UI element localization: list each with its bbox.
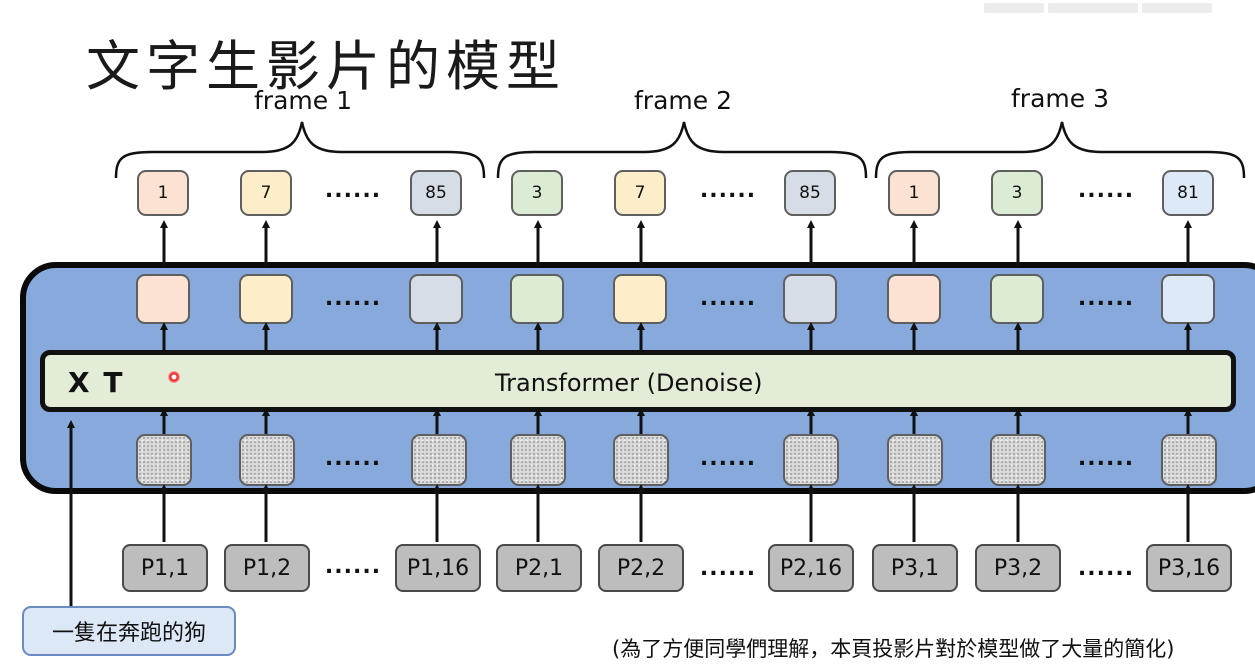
noise-input	[990, 434, 1046, 486]
frame-label: frame 2	[634, 86, 732, 115]
ellipsis: ......	[324, 286, 382, 311]
output-token: 1	[137, 170, 189, 216]
output-token: 85	[410, 170, 462, 216]
output-token: 7	[614, 170, 666, 216]
ellipsis: ......	[1077, 556, 1135, 581]
patch-box: P2,2	[598, 544, 684, 592]
output-embedding	[990, 274, 1044, 324]
patch-box: P1,1	[122, 544, 208, 592]
frame-brace	[114, 121, 486, 179]
output-token: 1	[888, 170, 940, 216]
patch-box: P2,16	[768, 544, 854, 592]
noise-input	[411, 434, 467, 486]
output-embedding	[887, 274, 941, 324]
frame-brace	[874, 121, 1246, 179]
noise-input	[613, 434, 669, 486]
output-token: 85	[784, 170, 836, 216]
footnote: (為了方便同學們理解，本頁投影片對於模型做了大量的簡化)	[612, 637, 1175, 661]
output-embedding	[136, 274, 190, 324]
frame-label: frame 3	[1011, 84, 1109, 113]
ellipsis: ......	[1077, 446, 1135, 471]
noise-input	[783, 434, 839, 486]
patch-box: P2,1	[496, 544, 582, 592]
ellipsis: ......	[1077, 286, 1135, 311]
ellipsis: ......	[699, 556, 757, 581]
transformer-label: Transformer (Denoise)	[495, 369, 763, 397]
noise-input	[1161, 434, 1217, 486]
ellipsis: ......	[1077, 178, 1135, 203]
frame-brace	[496, 121, 868, 179]
ellipsis: ......	[699, 286, 757, 311]
ellipsis: ......	[699, 178, 757, 203]
frame-label: frame 1	[254, 86, 352, 115]
watermark-logo	[982, 0, 1237, 16]
ellipsis: ......	[324, 446, 382, 471]
ellipsis: ......	[324, 554, 382, 579]
patch-box: P3,2	[975, 544, 1061, 592]
recording-dot-icon	[168, 371, 180, 383]
ellipsis: ......	[324, 178, 382, 203]
output-token: 3	[991, 170, 1043, 216]
noise-input	[239, 434, 295, 486]
slide-title: 文字生影片的模型	[86, 35, 566, 98]
output-token: 3	[511, 170, 563, 216]
output-token: 7	[240, 170, 292, 216]
ellipsis: ......	[699, 446, 757, 471]
prompt-box: 一隻在奔跑的狗	[22, 606, 236, 656]
output-token: 81	[1162, 170, 1214, 216]
patch-box: P1,2	[224, 544, 310, 592]
patch-box: P3,16	[1146, 544, 1232, 592]
noise-input	[510, 434, 566, 486]
transformer-repeat-label: X T	[68, 366, 125, 399]
patch-box: P3,1	[872, 544, 958, 592]
patch-box: P1,16	[395, 544, 481, 592]
